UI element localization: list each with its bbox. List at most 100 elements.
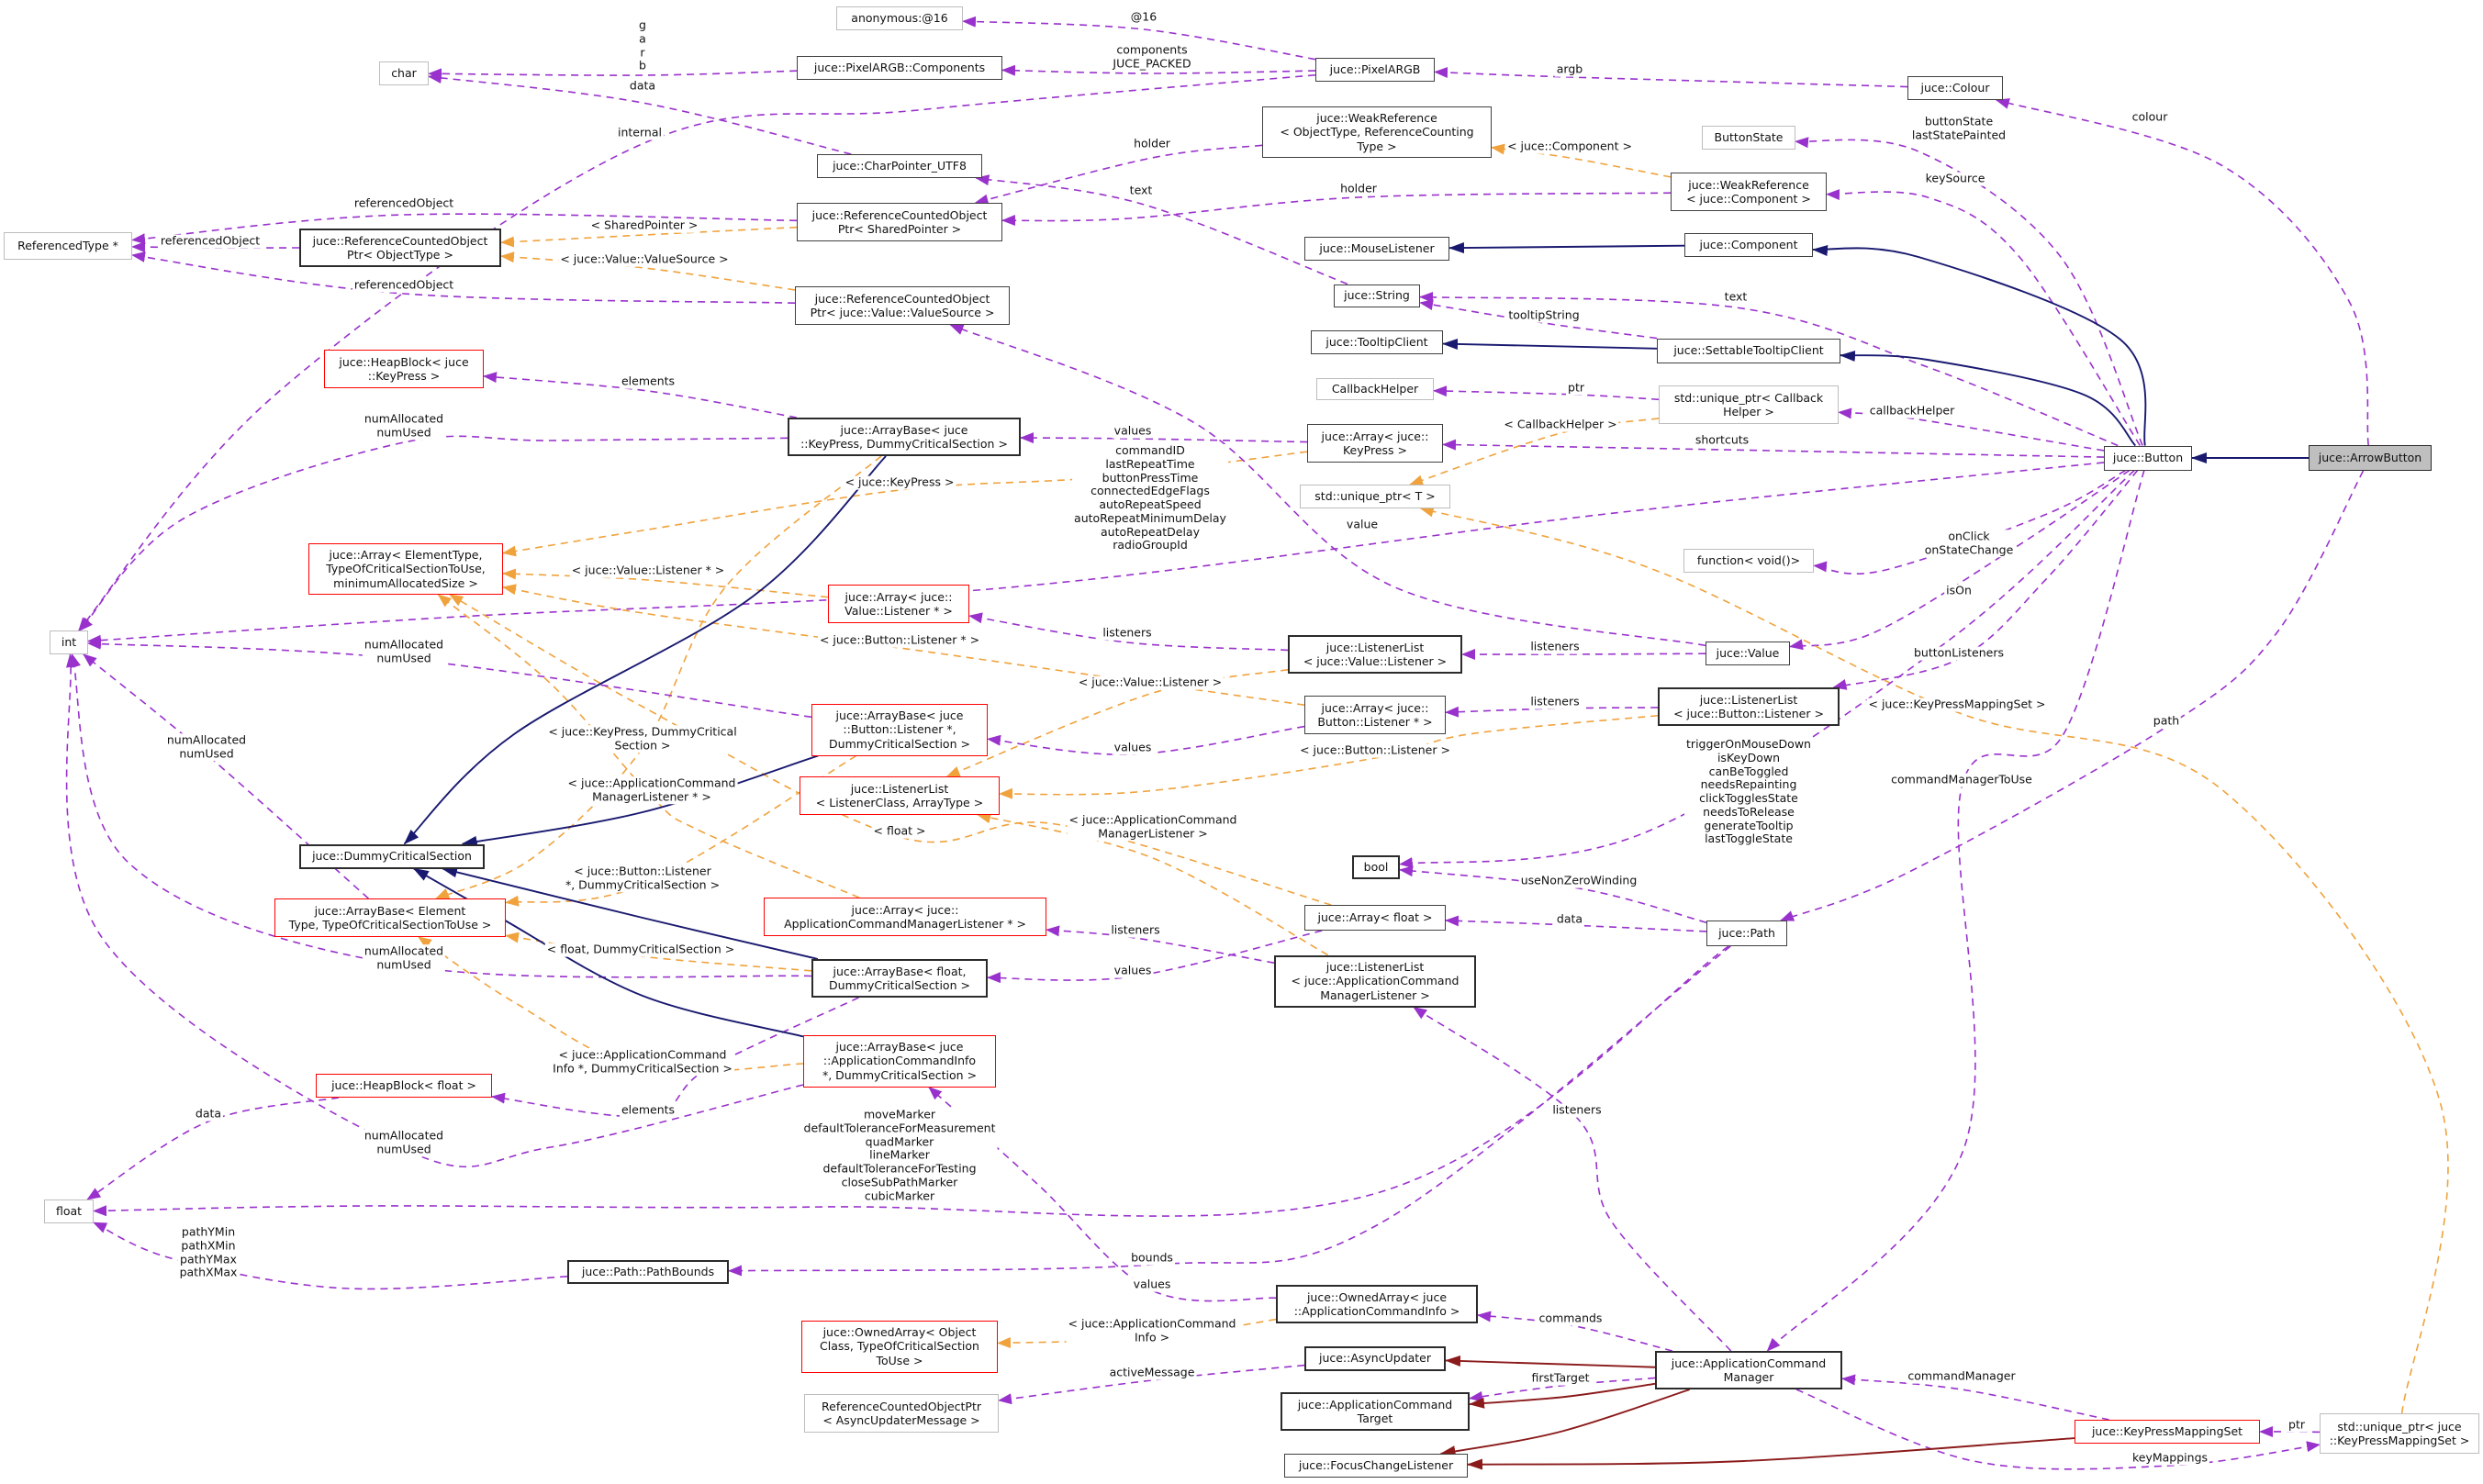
edge-arraybase_float-int (70, 653, 812, 978)
edge-uptr_cbh-callbackhelper (1433, 385, 1660, 401)
node-uptr_t[interactable]: std::unique_ptr< T > (1300, 485, 1450, 508)
edge-path-pathbounds (728, 945, 1731, 1277)
node-settable[interactable]: juce::SettableTooltipClient (1657, 338, 1840, 363)
edge-acm-focuschange (1439, 1389, 1691, 1457)
node-function_void[interactable]: function< void()> (1683, 549, 1814, 573)
node-button[interactable]: juce::Button (2104, 445, 2192, 471)
node-pixelargb[interactable]: juce::PixelARGB (1315, 58, 1435, 82)
edge-uptr_cbh-uptr_t (1409, 418, 1660, 486)
edge-ll_bl-array_bl (1445, 706, 1659, 718)
node-owned_obj[interactable]: juce::OwnedArray< Object Class, TypeOfCr… (801, 1320, 998, 1373)
node-rcop_aum[interactable]: ReferenceCountedObjectPtr < AsyncUpdater… (804, 1394, 999, 1433)
edge-pixelargb-components (1001, 64, 1316, 76)
edge-rcop_shared-rcop_obj (500, 226, 798, 248)
node-refedtype[interactable]: ReferencedType * (4, 232, 132, 260)
edge-ll_acml-array_acml (1046, 925, 1275, 964)
edge-ll_bl-ll_template (999, 714, 1659, 799)
node-weakref_c[interactable]: juce::WeakReference < juce::Component > (1671, 173, 1827, 211)
edge-pixelargb-anon16 (962, 16, 1316, 61)
edge-array_kp-arraybase_kp (1020, 432, 1308, 444)
node-ll_bl[interactable]: juce::ListenerList < juce::Button::Liste… (1658, 687, 1840, 726)
node-act[interactable]: juce::ApplicationCommand Target (1281, 1392, 1470, 1431)
node-ll_template[interactable]: juce::ListenerList < ListenerClass, Arra… (800, 776, 1000, 815)
node-array_elem[interactable]: juce::Array< ElementType, TypeOfCritical… (308, 543, 503, 595)
edge-colour-pixelargb (1434, 66, 1908, 88)
node-asyncupdater[interactable]: juce::AsyncUpdater (1304, 1345, 1446, 1371)
edge-arraybase_aci-arraybase_elem (417, 936, 804, 1073)
node-callbackhelper[interactable]: CallbackHelper (1316, 378, 1434, 400)
edge-weakref_c-weakref_t (1491, 143, 1672, 178)
node-array_acml[interactable]: juce::Array< juce:: ApplicationCommandMa… (764, 898, 1046, 936)
node-uptr_cbh[interactable]: std::unique_ptr< Callback Helper > (1659, 385, 1839, 424)
node-weakref_t[interactable]: juce::WeakReference < ObjectType, Refere… (1262, 106, 1492, 158)
node-components[interactable]: juce::PixelARGB::Components (797, 56, 1002, 80)
edge-arraybase_float-dummycs (442, 866, 819, 960)
node-arraybase_aci[interactable]: juce::ArrayBase< juce ::ApplicationComma… (803, 1034, 996, 1088)
edge-charptr-char (428, 73, 852, 155)
node-array_vl[interactable]: juce::Array< juce:: Value::Listener * > (828, 585, 969, 623)
node-string[interactable]: juce::String (1334, 284, 1420, 307)
node-tooltipclient[interactable]: juce::TooltipClient (1311, 330, 1443, 354)
edge-button-buttonstate (1795, 137, 2143, 446)
node-heapblock_kp[interactable]: juce::HeapBlock< juce ::KeyPress > (324, 350, 484, 388)
edge-arraybase_kp-arraybase_elem (435, 455, 882, 899)
node-pathbounds[interactable]: juce::Path::PathBounds (567, 1260, 729, 1284)
edge-acm-asyncupdater (1445, 1355, 1656, 1368)
edge-pathbounds-float (93, 1222, 568, 1290)
edge-array_kp-array_elem (502, 451, 1308, 557)
edge-kpms-acm (1841, 1374, 2109, 1421)
edge-array_vl-array_elem (502, 568, 829, 598)
node-kpms[interactable]: juce::KeyPressMappingSet (2075, 1420, 2260, 1444)
edge-array_float-arraybase_float (987, 930, 1323, 984)
edge-acm-act (1469, 1377, 1656, 1402)
node-rcop_obj[interactable]: juce::ReferenceCountedObject Ptr< Object… (299, 229, 501, 267)
edge-kpms-focuschange (1467, 1437, 2075, 1470)
node-colour[interactable]: juce::Colour (1907, 76, 2003, 100)
edge-rcop_vs-rcop_obj (500, 251, 796, 291)
node-ll_acml[interactable]: juce::ListenerList < juce::ApplicationCo… (1274, 954, 1476, 1008)
node-float[interactable]: float (44, 1199, 94, 1223)
edge-button-weakref_c (1826, 189, 2142, 446)
node-array_bl[interactable]: juce::Array< juce:: Button::Listener * > (1304, 696, 1446, 734)
node-owned_aci[interactable]: juce::OwnedArray< juce ::ApplicationComm… (1276, 1285, 1478, 1323)
edge-arrowbutton-colour (1995, 98, 2369, 446)
node-component[interactable]: juce::Component (1684, 233, 1813, 257)
edge-component-mouselistener (1448, 242, 1685, 254)
node-arraybase_kp[interactable]: juce::ArrayBase< juce ::KeyPress, DummyC… (788, 418, 1021, 456)
node-acm[interactable]: juce::ApplicationCommand Manager (1655, 1351, 1842, 1389)
node-buttonstate[interactable]: ButtonState (1702, 126, 1795, 150)
node-arraybase_elem[interactable]: juce::ArrayBase< Element Type, TypeOfCri… (274, 898, 506, 937)
edge-rcop_vs-refedtype (131, 251, 796, 304)
node-value[interactable]: juce::Value (1706, 642, 1790, 665)
node-bool[interactable]: bool (1352, 855, 1400, 879)
node-rcop_shared[interactable]: juce::ReferenceCountedObject Ptr< Shared… (797, 203, 1002, 241)
node-path[interactable]: juce::Path (1706, 921, 1787, 946)
node-array_float[interactable]: juce::Array< float > (1304, 905, 1446, 931)
node-arraybase_bl[interactable]: juce::ArrayBase< juce ::Button::Listener… (811, 703, 988, 756)
edge-arraybase_kp-dummycs (403, 455, 887, 845)
node-char[interactable]: char (379, 61, 429, 85)
node-anon16[interactable]: anonymous:@16 (836, 6, 963, 30)
node-focuschange[interactable]: juce::FocusChangeListener (1284, 1454, 1468, 1478)
node-arrowbutton[interactable]: juce::ArrowButton (2309, 445, 2432, 471)
node-array_kp[interactable]: juce::Array< juce:: KeyPress > (1307, 424, 1443, 463)
node-charptr[interactable]: juce::CharPointer_UTF8 (817, 154, 982, 178)
node-int[interactable]: int (50, 630, 88, 654)
edge-ll_acml-ll_template (977, 812, 1328, 956)
edge-settable-string (1419, 299, 1658, 340)
edge-pixelargb-int (78, 73, 1316, 631)
node-heapblock_f[interactable]: juce::HeapBlock< float > (316, 1074, 492, 1098)
edge-acm-uptr_kpms (1795, 1389, 2321, 1470)
edge-arraybase_kp-int (79, 435, 789, 631)
node-dummycs[interactable]: juce::DummyCriticalSection (299, 843, 485, 869)
node-arraybase_float[interactable]: juce::ArrayBase< float, DummyCriticalSec… (811, 959, 988, 998)
edge-arrowbutton-path (1780, 470, 2365, 921)
edge-weakref_c-rcop_shared (1001, 192, 1672, 226)
edge-arraybase_aci-int (65, 653, 804, 1168)
node-mouselistener[interactable]: juce::MouseListener (1304, 237, 1449, 261)
edge-button-acm (1766, 470, 2145, 1352)
node-rcop_vs[interactable]: juce::ReferenceCountedObject Ptr< juce::… (795, 286, 1010, 325)
node-ll_vl[interactable]: juce::ListenerList < juce::Value::Listen… (1288, 635, 1462, 674)
node-uptr_kpms[interactable]: std::unique_ptr< juce ::KeyPressMappingS… (2320, 1413, 2479, 1454)
